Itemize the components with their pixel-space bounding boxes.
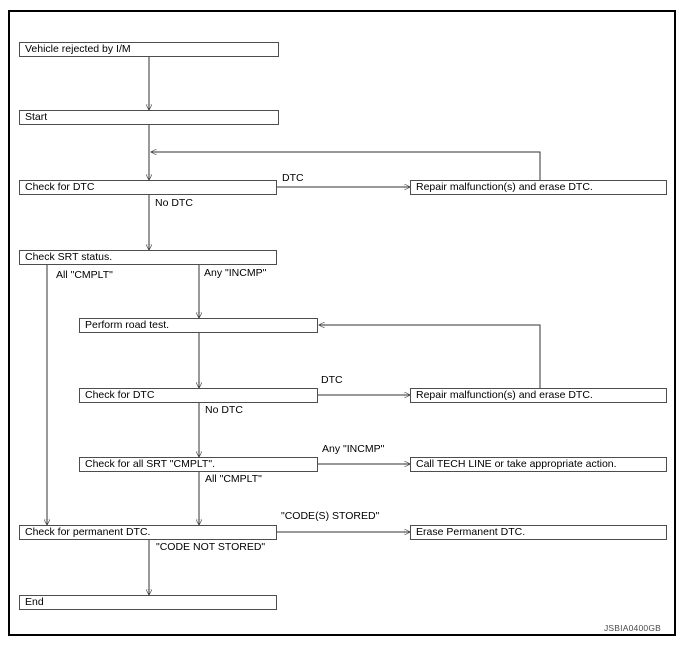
flow-node-vehicle-rejected: Vehicle rejected by I/M	[19, 42, 279, 57]
connector-repair-1-feedback	[151, 152, 541, 180]
flow-node-check-srt-status: Check SRT status.	[19, 250, 277, 265]
flow-node-start: Start	[19, 110, 279, 125]
edge-label-any-incmp-1: Any "INCMP"	[204, 267, 267, 279]
edge-label-dtc-2: DTC	[321, 374, 343, 386]
flow-node-end: End	[19, 595, 277, 610]
flow-node-check-dtc-2: Check for DTC	[79, 388, 318, 403]
edge-label-codes-stored: "CODE(S) STORED"	[281, 510, 380, 522]
edge-label-dtc-1: DTC	[282, 172, 304, 184]
flow-node-check-dtc-1: Check for DTC	[19, 180, 277, 195]
flow-node-road-test: Perform road test.	[79, 318, 318, 333]
flow-node-check-all-srt: Check for all SRT "CMPLT".	[79, 457, 318, 472]
flow-node-repair-1: Repair malfunction(s) and erase DTC.	[410, 180, 667, 195]
figure-id-watermark: JSBIA0400GB	[603, 623, 661, 633]
edge-label-code-not-stored: "CODE NOT STORED"	[156, 541, 266, 553]
flow-node-repair-2: Repair malfunction(s) and erase DTC.	[410, 388, 667, 403]
edge-label-no-dtc-1: No DTC	[155, 197, 193, 209]
edge-label-any-incmp-2: Any "INCMP"	[322, 443, 385, 455]
edge-label-all-cmplt-1: All "CMPLT"	[56, 269, 113, 281]
flow-node-erase-permanent-dtc: Erase Permanent DTC.	[410, 525, 667, 540]
edge-label-all-cmplt-2: All "CMPLT"	[205, 473, 262, 485]
connector-repair-2-feedback	[319, 325, 541, 388]
figure-border	[8, 10, 676, 636]
edge-label-no-dtc-2: No DTC	[205, 404, 243, 416]
flow-node-call-tech-line: Call TECH LINE or take appropriate actio…	[410, 457, 667, 472]
flow-node-check-permanent-dtc: Check for permanent DTC.	[19, 525, 277, 540]
